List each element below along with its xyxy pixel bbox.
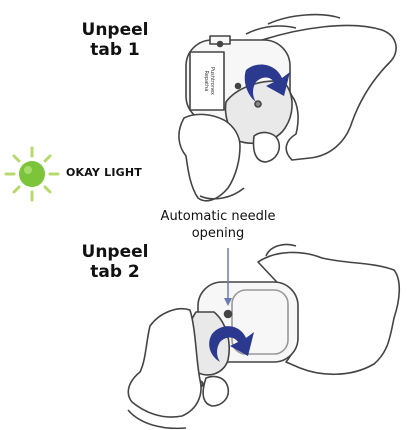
step1-label-line2: tab 1 — [90, 40, 140, 60]
step1-label-line1: Unpeel — [81, 20, 149, 40]
step2-label: Unpeel tab 2 — [70, 242, 160, 282]
step1-label: Unpeel tab 1 — [70, 20, 160, 60]
step2-arrow-icon — [209, 326, 254, 362]
device-label-line2: Pushtronex — [209, 67, 215, 95]
step1-device — [178, 13, 397, 202]
okay-light-label: OKAY LIGHT — [66, 166, 142, 179]
step2-device — [127, 243, 401, 430]
okay-light-icon — [4, 146, 60, 202]
needle-opening-annotation: Automatic needle opening — [138, 208, 298, 242]
device-label-text: Repatha Pushtronex — [203, 67, 215, 95]
annotation-line1: Automatic needle — [160, 209, 276, 224]
step2-label-line1: Unpeel — [81, 242, 149, 262]
step2-label-line2: tab 2 — [90, 262, 140, 282]
annotation-line2: opening — [191, 226, 245, 241]
annotation-pointer — [224, 248, 232, 306]
device-label-line1: Repatha — [203, 71, 209, 92]
step1-arrow-icon — [244, 64, 290, 102]
